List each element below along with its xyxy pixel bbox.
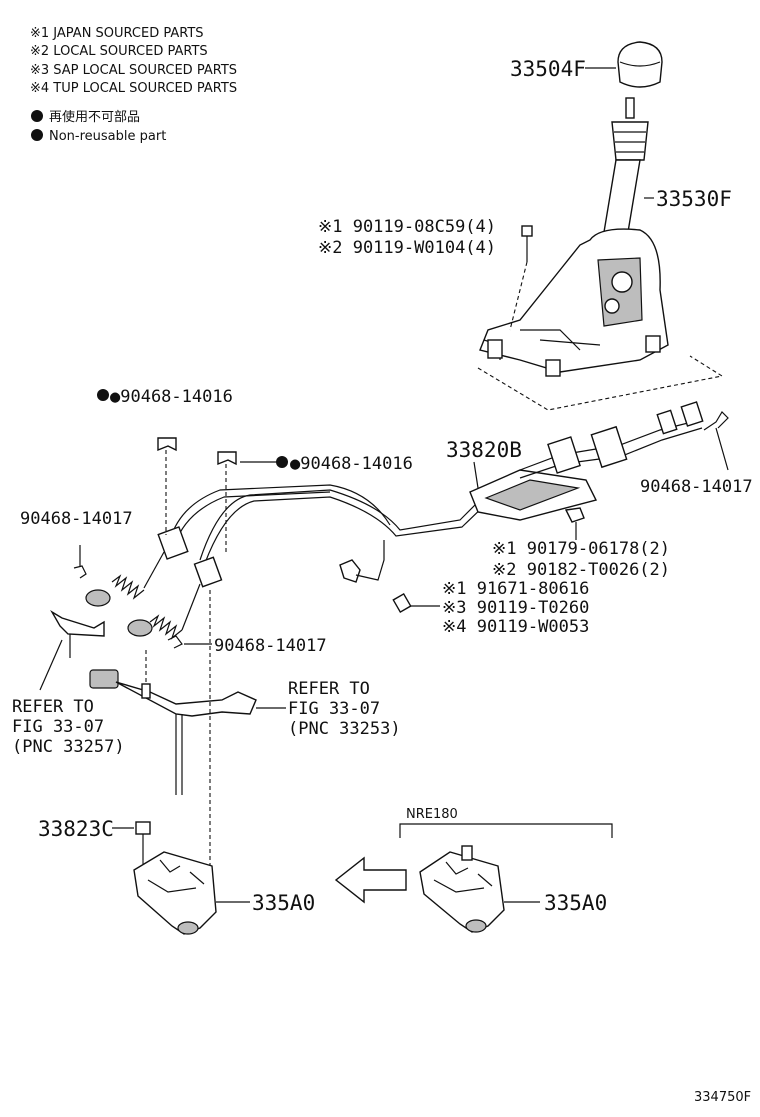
label-lever: 33530F xyxy=(656,187,732,211)
lever-bolt xyxy=(509,225,533,331)
clip-pin-lower xyxy=(167,635,212,649)
bracket-bolt xyxy=(112,821,151,880)
label-knob: 33504F xyxy=(510,57,586,81)
cable-clip-b xyxy=(217,451,276,555)
nonreusable-dot-icon xyxy=(31,129,43,141)
label-bracket-left: 335A0 xyxy=(252,891,315,915)
legend: ※1 JAPAN SOURCED PARTS ※2 LOCAL SOURCED … xyxy=(30,26,237,144)
selector-linkage xyxy=(89,650,286,795)
label-clip-a: ●90468-14016 xyxy=(110,387,233,407)
variant-bracket-line xyxy=(399,823,613,838)
nre180-bracket-group: NRE180 xyxy=(399,807,613,933)
figure-id: 334750F xyxy=(694,1090,751,1105)
cable-clip-a xyxy=(157,437,177,535)
label-clip-b: ●90468-14016 xyxy=(290,454,413,474)
legend-note-3: ※3 SAP LOCAL SOURCED PARTS xyxy=(30,63,237,78)
lever-footprint xyxy=(477,355,724,411)
legend-note-4: ※4 TUP LOCAL SOURCED PARTS xyxy=(30,81,237,96)
label-clip-e: 90468-14017 xyxy=(214,636,327,656)
label-refer-left-1: REFER TO xyxy=(12,697,94,717)
label-variant: NRE180 xyxy=(406,807,458,822)
replacement-arrow-icon xyxy=(334,856,407,904)
cable-screw xyxy=(392,592,440,614)
label-bolt-2: ※2 90119-W0104(4) xyxy=(318,238,496,258)
transmission-lever-left xyxy=(39,610,105,691)
legend-note-2: ※2 LOCAL SOURCED PARTS xyxy=(30,44,208,59)
legend-note-1: ※1 JAPAN SOURCED PARTS xyxy=(30,26,204,41)
label-bolt-1: ※1 90119-08C59(4) xyxy=(318,217,496,237)
label-refer-right-1: REFER TO xyxy=(288,679,370,699)
shift-knob xyxy=(617,41,663,88)
shift-lever-assembly xyxy=(479,97,669,377)
label-screw-3: ※3 90119-T0260 xyxy=(442,598,589,618)
label-refer-right-3: (PNC 33253) xyxy=(288,719,401,739)
label-bracket-bolt: 33823C xyxy=(38,817,114,841)
label-refer-right-2: FIG 33-07 xyxy=(288,699,380,719)
cable-bracket-left xyxy=(133,851,250,935)
nonreusable-dot-icon xyxy=(276,456,288,468)
label-clip-d: 90468-14017 xyxy=(20,509,133,529)
label-nut-1: ※1 90179-06178(2) xyxy=(492,539,670,559)
nonreusable-dot-icon xyxy=(31,110,43,122)
label-cable: 33820B xyxy=(446,438,522,462)
label-clip-c: 90468-14017 xyxy=(640,477,753,497)
leader-cable xyxy=(473,461,479,489)
nonreusable-dot-icon xyxy=(97,389,109,401)
label-screw-4: ※4 90119-W0053 xyxy=(442,617,589,637)
label-refer-left-2: FIG 33-07 xyxy=(12,717,104,737)
label-screw-1: ※1 91671-80616 xyxy=(442,579,589,599)
cable-nut xyxy=(564,507,585,540)
label-bracket-right: 335A0 xyxy=(544,891,607,915)
legend-nonreusable-jp: 再使用不可部品 xyxy=(49,109,140,125)
shift-cable-assembly xyxy=(85,401,704,640)
clip-pin-right xyxy=(703,411,729,471)
label-refer-left-3: (PNC 33257) xyxy=(12,737,125,757)
clip-pin-left xyxy=(73,545,87,579)
legend-nonreusable-en: Non-reusable part xyxy=(49,129,166,144)
label-nut-2: ※2 90182-T0026(2) xyxy=(492,560,670,580)
